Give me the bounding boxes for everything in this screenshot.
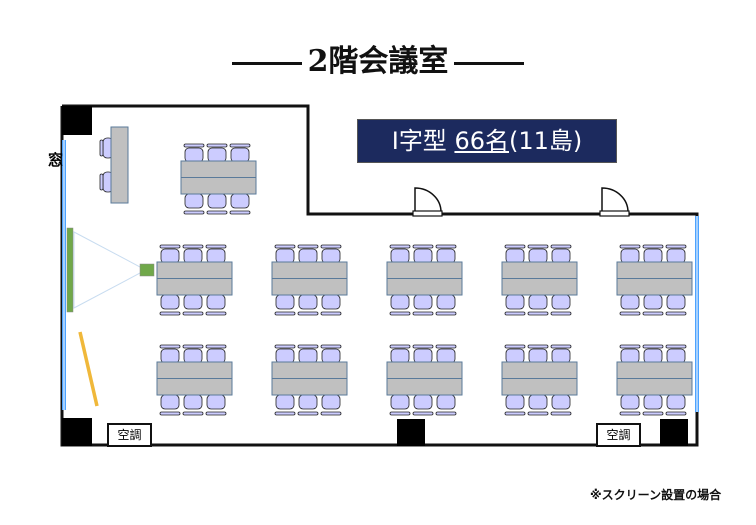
chair [504,244,526,264]
chair [619,244,641,264]
chair [205,344,227,364]
chair [274,294,296,316]
chair [665,294,687,316]
chair [229,143,251,163]
chair [642,394,664,416]
chair [320,244,342,264]
chair [665,344,687,364]
title-text: 2階会議室 [307,44,449,79]
chair [642,344,664,364]
page-title: 2階会議室 [0,36,756,80]
chair [206,193,228,215]
layout-type: I字型 [391,127,447,155]
chair [274,344,296,364]
chair [435,294,457,316]
chair [274,394,296,416]
air-conditioner-left: 空調 [107,423,152,447]
chair [182,244,204,264]
chair [550,244,572,264]
title-rule-right [454,61,525,65]
chair [550,394,572,416]
chair [504,394,526,416]
chair [389,244,411,264]
chair [297,244,319,264]
chair [183,143,205,163]
chair [182,344,204,364]
projector-beam [73,231,143,309]
chair [665,244,687,264]
chair [229,193,251,215]
chair [412,344,434,364]
chair [297,394,319,416]
chair [297,294,319,316]
chair [527,344,549,364]
title-rule-left [231,61,302,65]
chair [642,294,664,316]
chair [550,344,572,364]
chair [183,193,205,215]
chair [412,394,434,416]
pillar [660,419,688,446]
chair [619,294,641,316]
chair [504,294,526,316]
pillar [62,106,92,135]
chair [412,244,434,264]
pillar [397,419,425,446]
layout-badge: I字型 66名(11島) [357,119,617,163]
chair [320,344,342,364]
chair [665,394,687,416]
chair [389,294,411,316]
chair [504,344,526,364]
chair [435,394,457,416]
chair [412,294,434,316]
chair [527,244,549,264]
chair [435,244,457,264]
chair [320,394,342,416]
chair [205,294,227,316]
chair [182,394,204,416]
chair [389,394,411,416]
door-sill [412,210,443,217]
chair [619,344,641,364]
projection-screen [66,227,74,313]
door-sill [599,210,630,217]
island-count: (11島) [509,127,583,155]
air-conditioner-right: 空調 [596,423,641,447]
footnote: ※スクリーン設置の場合 [590,488,722,502]
chair [642,244,664,264]
window-label: 窓 [48,151,64,169]
chair [297,344,319,364]
capacity: 66名 [454,127,509,155]
chair [550,294,572,316]
chair [159,294,181,316]
chair [435,344,457,364]
chair [205,394,227,416]
chair [619,394,641,416]
chair [527,394,549,416]
chair [159,344,181,364]
door [601,187,629,213]
chair [159,394,181,416]
chair [159,244,181,264]
chair [182,294,204,316]
lectern-table [110,126,129,204]
chair [205,244,227,264]
door [414,187,442,213]
projector [139,263,155,277]
chair [527,294,549,316]
pillar [62,418,92,446]
whiteboard [78,331,99,407]
chair [320,294,342,316]
chair [389,344,411,364]
chair [206,143,228,163]
chair [274,244,296,264]
